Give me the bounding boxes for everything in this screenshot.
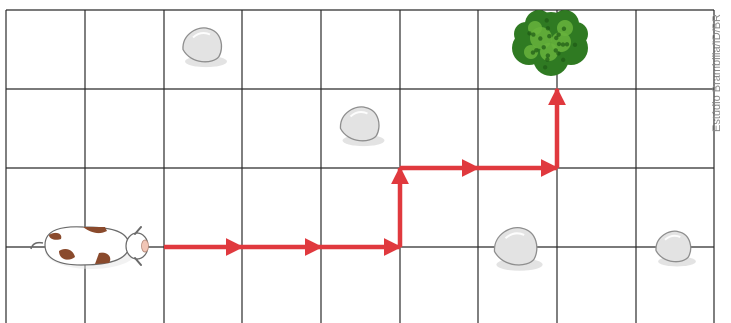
grid — [5, 9, 715, 323]
rock-icon — [339, 106, 385, 147]
cow-icon — [30, 226, 149, 269]
rock-icon — [182, 27, 227, 68]
grid-objects — [30, 10, 696, 271]
rock-icon — [655, 230, 696, 267]
image-credit: Estúdio Brambilla/ID/BR — [711, 14, 723, 133]
path-arrows — [164, 87, 566, 256]
bush-icon — [512, 10, 588, 76]
rock-icon — [493, 226, 543, 271]
